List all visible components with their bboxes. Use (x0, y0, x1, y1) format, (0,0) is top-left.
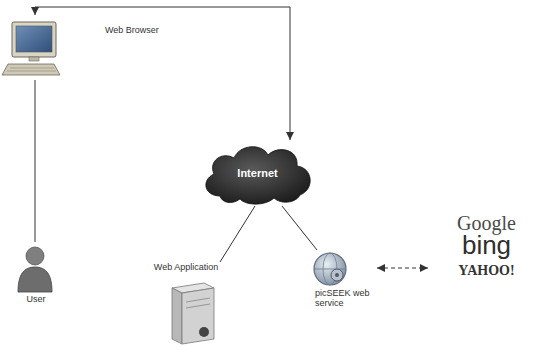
user-icon (18, 247, 52, 292)
node-label: Web Browser (105, 25, 177, 35)
connector (282, 206, 317, 250)
logo-text: bing (428, 231, 545, 261)
node-label: Web Application (140, 262, 232, 272)
logo-text: YAHOO! (428, 263, 545, 279)
connector (377, 268, 428, 269)
service-icon (314, 253, 346, 285)
server-icon (172, 283, 214, 344)
connector (35, 80, 36, 242)
service-node: picSEEK web service (305, 250, 377, 325)
browser-node: Web Browser (5, 15, 177, 80)
connector (35, 7, 290, 140)
search-engines: GooglebingYAHOO! (428, 212, 545, 304)
connector (220, 206, 255, 262)
node-label: Internet (237, 167, 277, 180)
web-app-node: Web Application (140, 262, 232, 347)
user-node: User (10, 242, 62, 307)
computer-icon (2, 22, 60, 75)
node-label: User (10, 294, 62, 304)
node-label: picSEEK web service (315, 288, 377, 309)
cloud-outline (206, 147, 310, 204)
internet-cloud: Internet (200, 140, 315, 206)
